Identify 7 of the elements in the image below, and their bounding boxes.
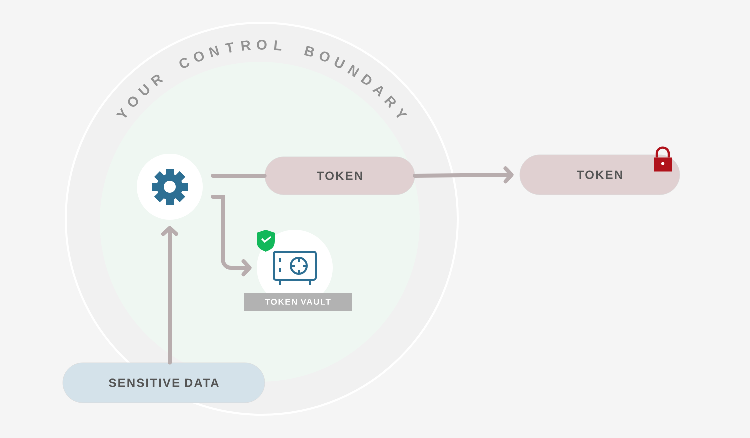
boundary-label: YOUR CONTROL BOUNDARY bbox=[116, 40, 408, 118]
arrow bbox=[162, 226, 178, 365]
arrow bbox=[413, 166, 514, 184]
vault-label: TOKEN VAULT bbox=[244, 293, 352, 311]
token-pill: TOKEN bbox=[264, 156, 416, 196]
token-pill: TOKEN bbox=[520, 154, 680, 196]
arrow bbox=[211, 195, 252, 276]
